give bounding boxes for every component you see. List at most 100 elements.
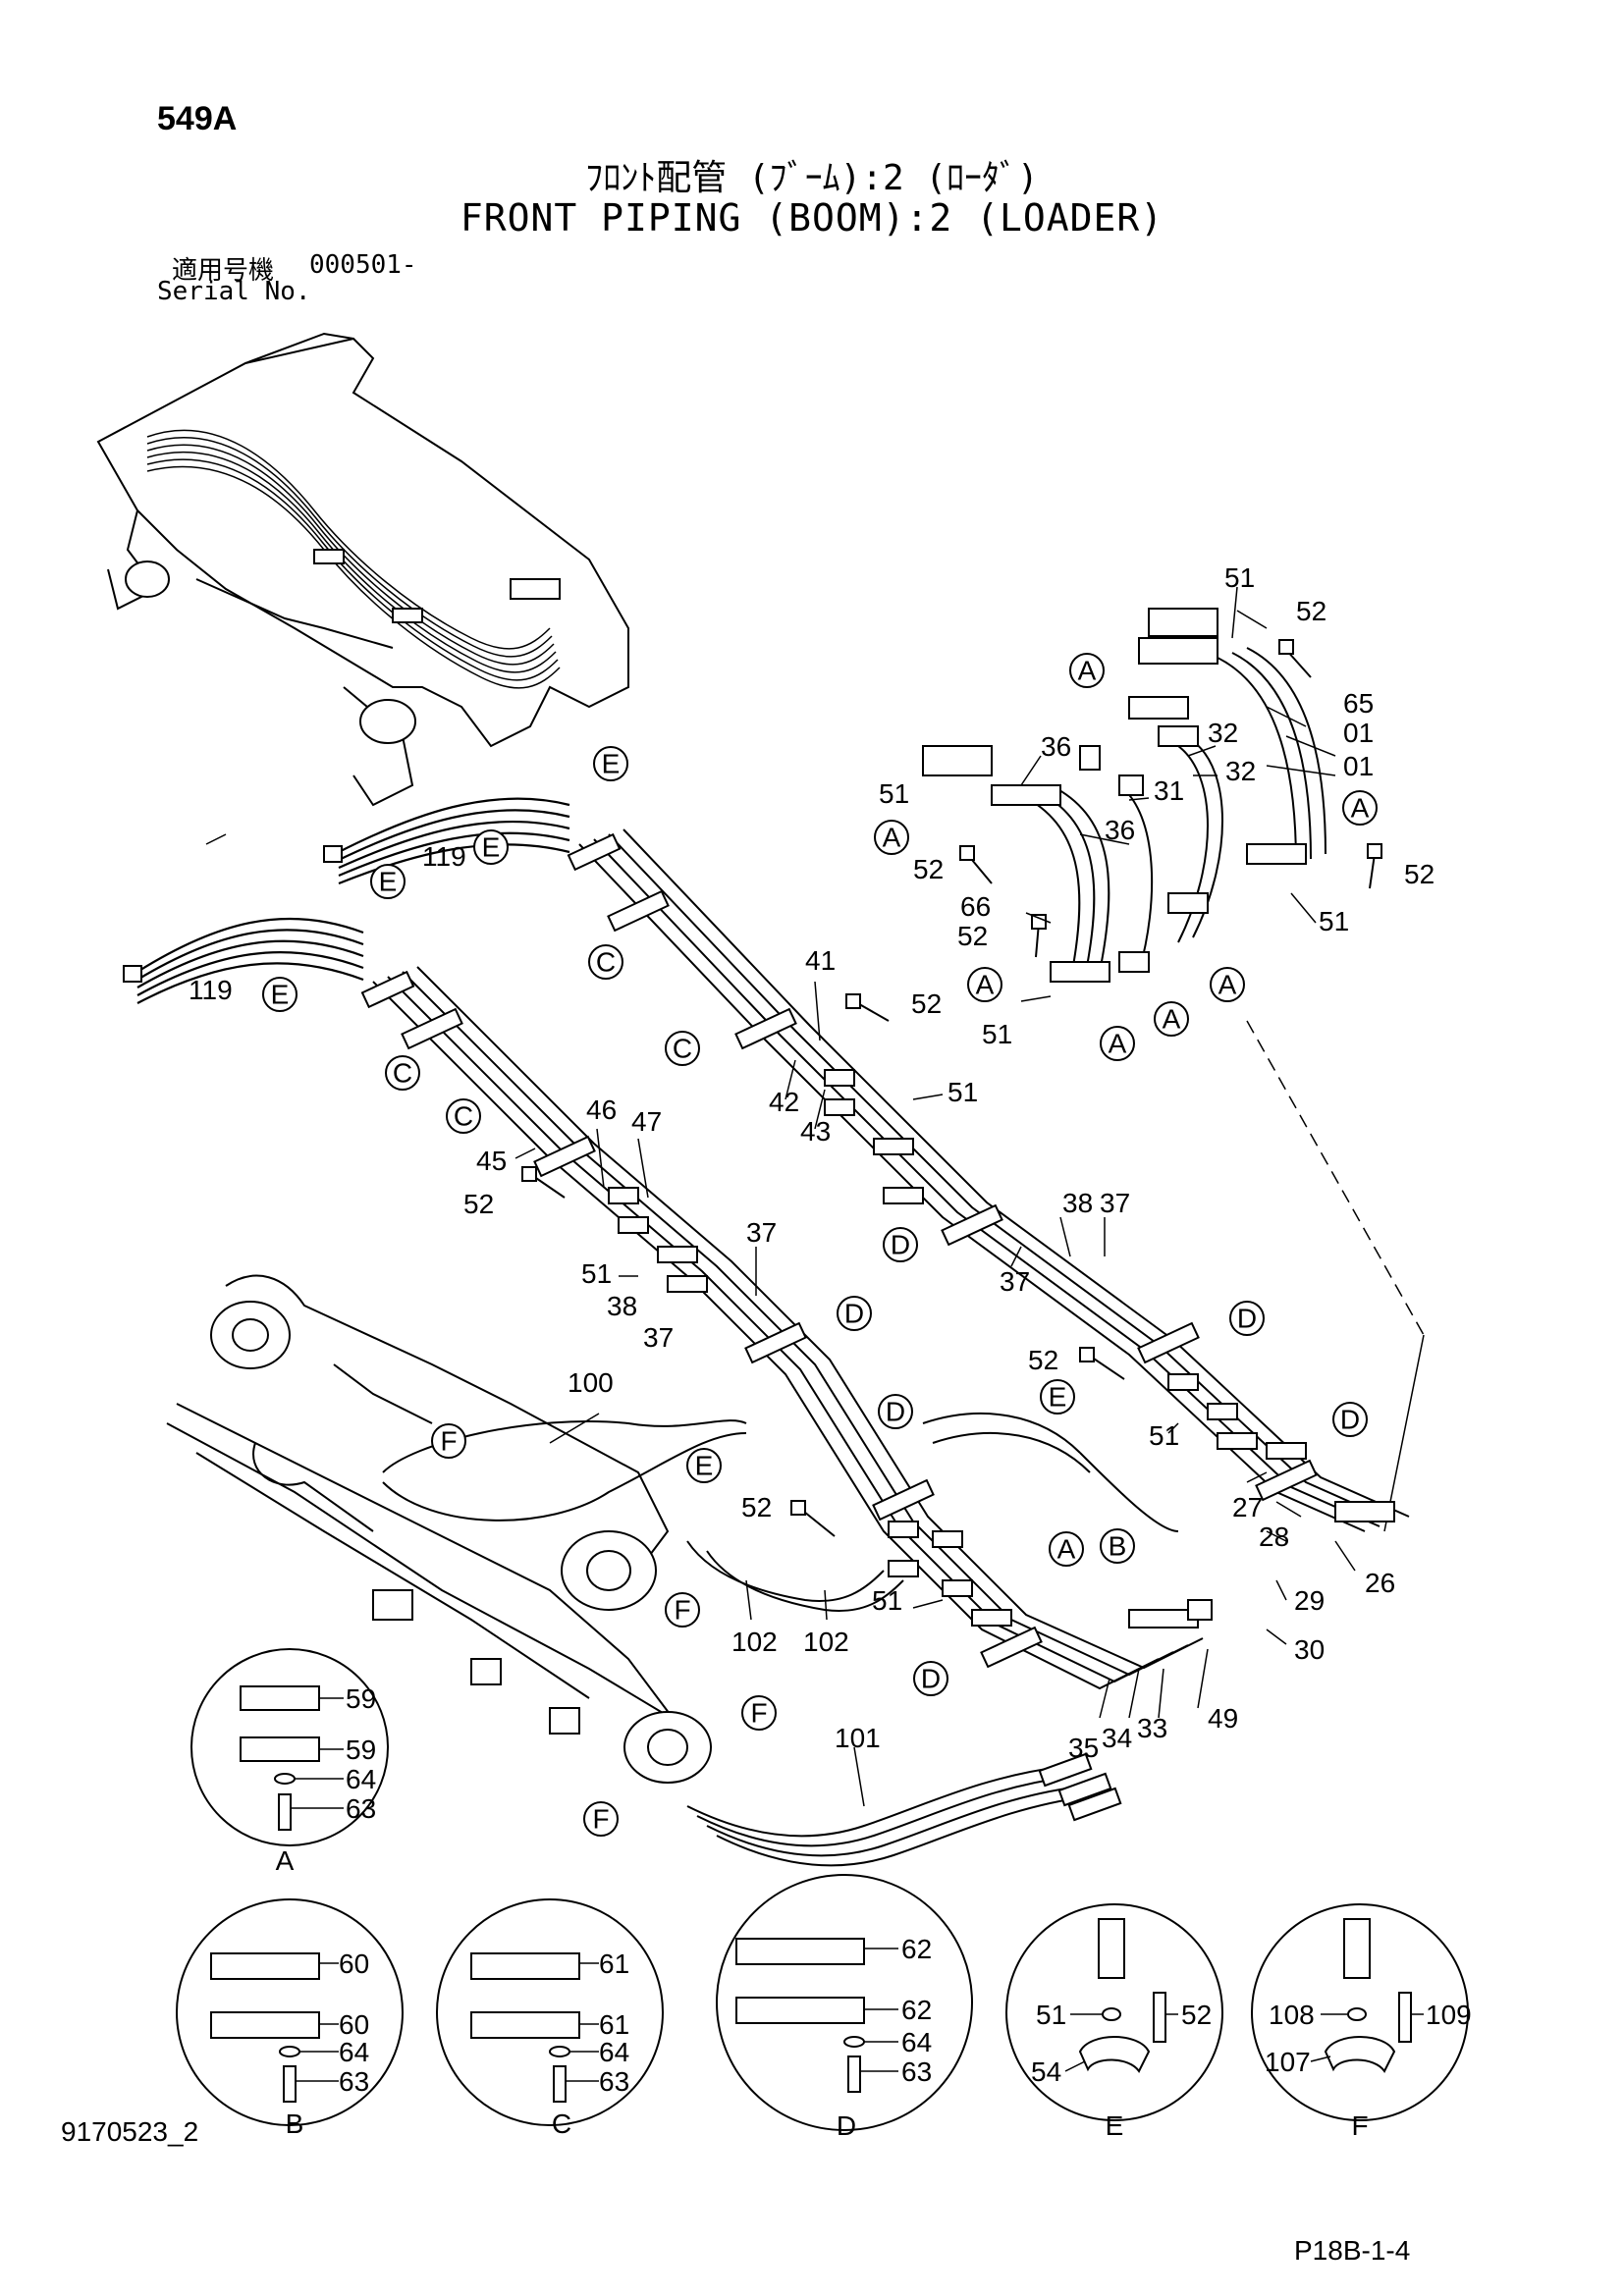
- callout-F: F: [741, 1695, 777, 1731]
- svg-text:F: F: [674, 1595, 690, 1626]
- label-33: 33: [1137, 1713, 1167, 1743]
- detail-B-letter: B: [286, 2109, 304, 2139]
- svg-text:E: E: [482, 832, 501, 863]
- boom-overview-drawing: [96, 332, 629, 807]
- detail-B-part-1: 60: [339, 1949, 369, 1979]
- label-46: 46: [586, 1095, 617, 1125]
- label-66: 66: [960, 891, 991, 922]
- callout-D: D: [837, 1296, 872, 1331]
- detail-A-part-1: 59: [346, 1683, 376, 1714]
- label-51: 51: [1224, 562, 1255, 593]
- svg-text:E: E: [602, 749, 621, 779]
- label-52: 52: [1404, 859, 1435, 889]
- svg-text:A: A: [883, 823, 901, 853]
- label-34: 34: [1102, 1723, 1132, 1753]
- svg-text:D: D: [1237, 1304, 1257, 1334]
- detail-B: 60 60 64 63 B: [176, 1898, 404, 2139]
- pipe-bundle-top-right: [1020, 647, 1425, 1532]
- callout-C: C: [588, 944, 623, 980]
- part-number-labels: 51 52 65 01 01 32 32 31 36 36 51 52 52 5…: [189, 562, 1435, 1763]
- callout-E: E: [262, 977, 298, 1012]
- label-52: 52: [1028, 1345, 1058, 1375]
- thin-hoses: [382, 1413, 1179, 1867]
- label-28: 28: [1259, 1522, 1289, 1552]
- detail-C: 61 61 64 63 C: [436, 1898, 664, 2139]
- label-32: 32: [1208, 718, 1238, 748]
- detail-B-part-2: 60: [339, 2009, 369, 2040]
- detail-D: 62 62 64 63 D: [716, 1874, 973, 2141]
- title-english: FRONT PIPING (BOOM):2 (LOADER): [460, 196, 1164, 240]
- label-47: 47: [631, 1106, 662, 1137]
- svg-text:C: C: [596, 947, 616, 978]
- callout-D: D: [1229, 1301, 1265, 1336]
- detail-F-letter: F: [1351, 2110, 1368, 2141]
- detail-C-letter: C: [552, 2109, 571, 2139]
- detail-D-part-2: 62: [901, 1995, 932, 2025]
- svg-text:C: C: [393, 1058, 412, 1089]
- callout-F: F: [431, 1423, 466, 1459]
- callout-E: E: [593, 746, 628, 781]
- detail-D-letter: D: [837, 2110, 856, 2141]
- svg-text:D: D: [921, 1664, 941, 1694]
- label-101: 101: [835, 1723, 881, 1753]
- detail-B-part-3: 64: [339, 2037, 369, 2067]
- label-41: 41: [805, 945, 836, 976]
- svg-text:F: F: [440, 1426, 457, 1457]
- callout-F: F: [583, 1801, 619, 1837]
- svg-text:B: B: [1109, 1531, 1127, 1562]
- detail-F-part-2: 109: [1426, 2000, 1472, 2030]
- label-51: 51: [1319, 906, 1349, 936]
- svg-text:D: D: [1340, 1405, 1360, 1435]
- svg-text:A: A: [1078, 656, 1097, 686]
- callout-A: A: [1342, 790, 1378, 826]
- detail-E-part-3: 54: [1031, 2056, 1061, 2087]
- svg-text:A: A: [1057, 1534, 1076, 1565]
- label-65: 65: [1343, 688, 1374, 719]
- label-51: 51: [982, 1019, 1012, 1049]
- label-51: 51: [879, 778, 909, 809]
- callout-B: B: [1100, 1528, 1135, 1564]
- drawing-number: 9170523_2: [61, 2116, 199, 2147]
- detail-D-part-3: 64: [901, 2027, 932, 2057]
- clamp-blocks: [360, 608, 1395, 1669]
- detail-F-part-3: 107: [1265, 2047, 1311, 2077]
- label-52: 52: [911, 988, 942, 1019]
- svg-text:E: E: [379, 867, 398, 897]
- detail-E-part-2: 52: [1181, 2000, 1212, 2030]
- label-36: 36: [1041, 731, 1071, 762]
- callout-A: A: [874, 820, 909, 855]
- label-37: 37: [643, 1322, 674, 1353]
- label-37: 37: [1100, 1188, 1130, 1218]
- label-01: 01: [1343, 751, 1374, 781]
- callout-C: C: [446, 1098, 481, 1134]
- label-119: 119: [422, 841, 466, 872]
- label-37: 37: [746, 1217, 777, 1248]
- label-26: 26: [1365, 1568, 1395, 1598]
- page-id: 549A: [157, 100, 238, 137]
- label-43: 43: [800, 1116, 831, 1147]
- detail-A-part-3: 64: [346, 1764, 376, 1794]
- svg-text:E: E: [271, 980, 290, 1010]
- svg-text:A: A: [1163, 1004, 1181, 1035]
- label-38: 38: [1062, 1188, 1093, 1218]
- label-51: 51: [947, 1077, 978, 1107]
- detail-A-letter: A: [276, 1845, 295, 1876]
- pipe-bundle-upper: [578, 828, 1410, 1532]
- detail-A: 59 59 64 63 A: [190, 1648, 389, 1876]
- callout-C: C: [385, 1055, 420, 1091]
- callout-A: A: [1154, 1001, 1189, 1037]
- callout-E: E: [1040, 1379, 1075, 1415]
- callout-A: A: [1049, 1531, 1084, 1567]
- label-27: 27: [1232, 1492, 1263, 1522]
- label-45: 45: [476, 1146, 507, 1176]
- svg-text:F: F: [750, 1698, 767, 1729]
- detail-D-part-4: 63: [901, 2056, 932, 2087]
- label-51: 51: [1149, 1420, 1179, 1451]
- label-36: 36: [1105, 815, 1135, 845]
- serial-label-japanese: 適用号機: [172, 256, 275, 286]
- label-49: 49: [1208, 1703, 1238, 1734]
- label-102: 102: [731, 1627, 778, 1657]
- svg-text:D: D: [844, 1299, 864, 1329]
- label-100: 100: [568, 1367, 614, 1398]
- detail-A-part-4: 63: [346, 1793, 376, 1824]
